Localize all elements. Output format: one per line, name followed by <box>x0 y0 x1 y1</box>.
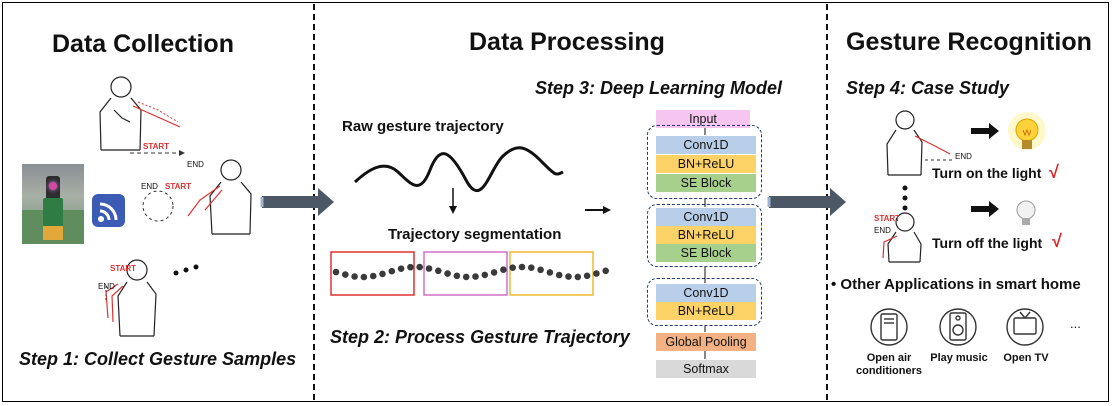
trajectory-point <box>453 272 461 280</box>
model-stage-1 <box>647 125 762 199</box>
trajectory-point <box>388 267 396 275</box>
section-title-processing: Data Processing <box>469 28 665 56</box>
input-block: Input <box>656 110 750 128</box>
figure-frame <box>2 2 1109 402</box>
arrow-processing-to-recognition <box>769 188 846 216</box>
apps-ellipsis: ... <box>1070 316 1081 331</box>
trajectory-point <box>444 270 451 277</box>
check-mark-on: √ <box>1049 162 1059 182</box>
bnrelu-block-3: BN+ReLU <box>656 302 756 320</box>
softmax-block: Softmax <box>656 360 756 378</box>
end-label-1: END <box>187 160 204 169</box>
bnrelu-block-1: BN+ReLU <box>656 155 756 173</box>
section-title-collection: Data Collection <box>52 30 234 58</box>
raw-trajectory-label: Raw gesture trajectory <box>342 118 504 135</box>
trajectory-point <box>435 267 442 275</box>
speaker-icon <box>939 308 977 346</box>
trajectory-point <box>472 273 479 280</box>
arrow-collection-to-processing <box>262 188 334 216</box>
trajectory-point <box>500 266 507 274</box>
app-label-air-conditioners: Open air conditioners <box>856 352 923 377</box>
trajectory-point <box>332 268 340 276</box>
trajectory-point <box>509 264 516 272</box>
start-label-1: START <box>143 142 170 151</box>
trajectory-point <box>481 271 489 279</box>
check-mark-off: √ <box>1052 231 1062 251</box>
segment-box-3 <box>509 251 594 296</box>
step1-label: Step 1: Collect Gesture Samples <box>19 349 297 369</box>
end-label-b: END <box>874 226 891 235</box>
trajectory-point <box>407 263 414 271</box>
trajectory-point <box>593 270 600 277</box>
trajectory-point <box>397 265 405 273</box>
trajectory-point <box>342 271 349 278</box>
app-label-open-tv: Open TV <box>1003 352 1049 364</box>
step2-label: Step 2: Process Gesture Trajectory <box>330 327 630 347</box>
trajectory-point <box>583 272 591 280</box>
se-block-1: SE Block <box>656 174 756 192</box>
air-conditioner-icon <box>870 308 908 346</box>
trajectory-point <box>369 272 377 280</box>
segment-box-1 <box>330 251 415 296</box>
conv1d-block-3: Conv1D <box>656 284 756 302</box>
global-pooling-block: Global Pooling <box>656 333 756 351</box>
start-label-3: START <box>110 264 137 273</box>
trajectory-point <box>528 264 535 272</box>
wireless-signal-icon <box>92 194 125 227</box>
conv1d-block-2: Conv1D <box>656 208 756 226</box>
trajectory-point <box>537 266 544 274</box>
raw-trajectory-curve <box>353 146 564 192</box>
trajectory-point <box>602 267 609 275</box>
trajectory-point <box>546 269 554 276</box>
light-bulb-off-icon <box>1016 200 1036 225</box>
trajectory-point <box>565 273 572 280</box>
segmentation-label: Trajectory segmentation <box>388 226 562 243</box>
step3-label: Step 3: Deep Learning Model <box>535 78 783 98</box>
trajectory-point <box>555 271 563 279</box>
device-photo <box>22 164 84 244</box>
turn-off-light-label: Turn off the light <box>932 235 1043 251</box>
app-label-play-music: Play music <box>930 352 988 364</box>
trajectory-point <box>360 273 368 281</box>
section-title-recognition: Gesture Recognition <box>846 28 1092 56</box>
end-label-2: END <box>141 182 158 191</box>
start-label-2: START <box>165 182 192 191</box>
trajectory-point <box>574 273 582 281</box>
end-label-a: END <box>955 152 972 161</box>
segment-box-2 <box>423 251 508 296</box>
conv1d-block-1: Conv1D <box>656 136 756 154</box>
trajectory-point <box>425 265 433 272</box>
turn-on-light-label: Turn on the light <box>932 165 1042 181</box>
start-label-b: START <box>874 214 901 223</box>
trajectory-point <box>351 273 358 280</box>
se-block-2: SE Block <box>656 244 756 262</box>
tv-icon <box>1006 308 1044 346</box>
trajectory-point <box>462 273 470 281</box>
trajectory-point <box>416 263 424 271</box>
light-bulb-on-icon <box>1008 112 1046 150</box>
step4-label: Step 4: Case Study <box>846 78 1010 98</box>
bnrelu-block-2: BN+ReLU <box>656 226 756 244</box>
other-applications-label: • Other Applications in smart home <box>831 276 1081 293</box>
end-label-3: END <box>98 282 115 291</box>
trajectory-point <box>490 269 498 276</box>
trajectory-point <box>518 263 526 271</box>
trajectory-point <box>379 270 386 278</box>
